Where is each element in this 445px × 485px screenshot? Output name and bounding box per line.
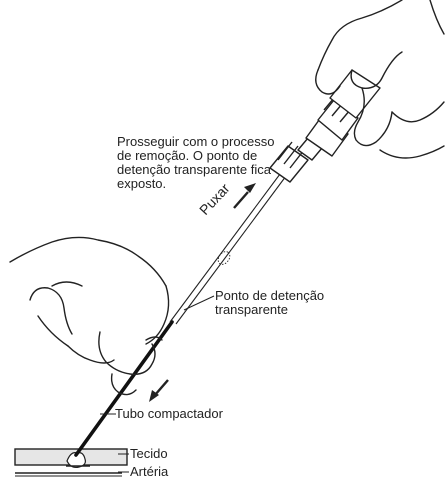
tissue-label: Tecido	[130, 446, 168, 461]
detent-label-line-2: transparente	[215, 302, 288, 317]
anchor-blob	[66, 452, 90, 468]
instruction-line-3: detenção transparente fica	[117, 162, 271, 177]
tube-label: Tubo compactador	[115, 406, 223, 421]
detent-point	[217, 251, 231, 265]
artery-label: Artéria	[130, 464, 169, 479]
detent-label-line-1: Ponto de detenção	[215, 288, 325, 303]
lower-hand	[9, 236, 170, 396]
detent-leader	[183, 295, 215, 311]
instruction-text: Prosseguir com o processo de remoção. O …	[117, 135, 307, 191]
instruction-line-4: exposto.	[117, 176, 167, 191]
instruction-line-1: Prosseguir com o processo	[117, 134, 275, 149]
push-arrow	[149, 379, 169, 402]
artery-layer	[15, 472, 122, 477]
pull-arrow	[233, 183, 256, 209]
instruction-line-2: de remoção. O ponto de	[117, 148, 258, 163]
upper-hand	[315, 0, 445, 159]
compaction-tube	[74, 320, 174, 457]
detent-label: Ponto de detenção transparente	[215, 289, 324, 317]
device-hub	[269, 69, 381, 183]
sheath	[169, 169, 290, 325]
